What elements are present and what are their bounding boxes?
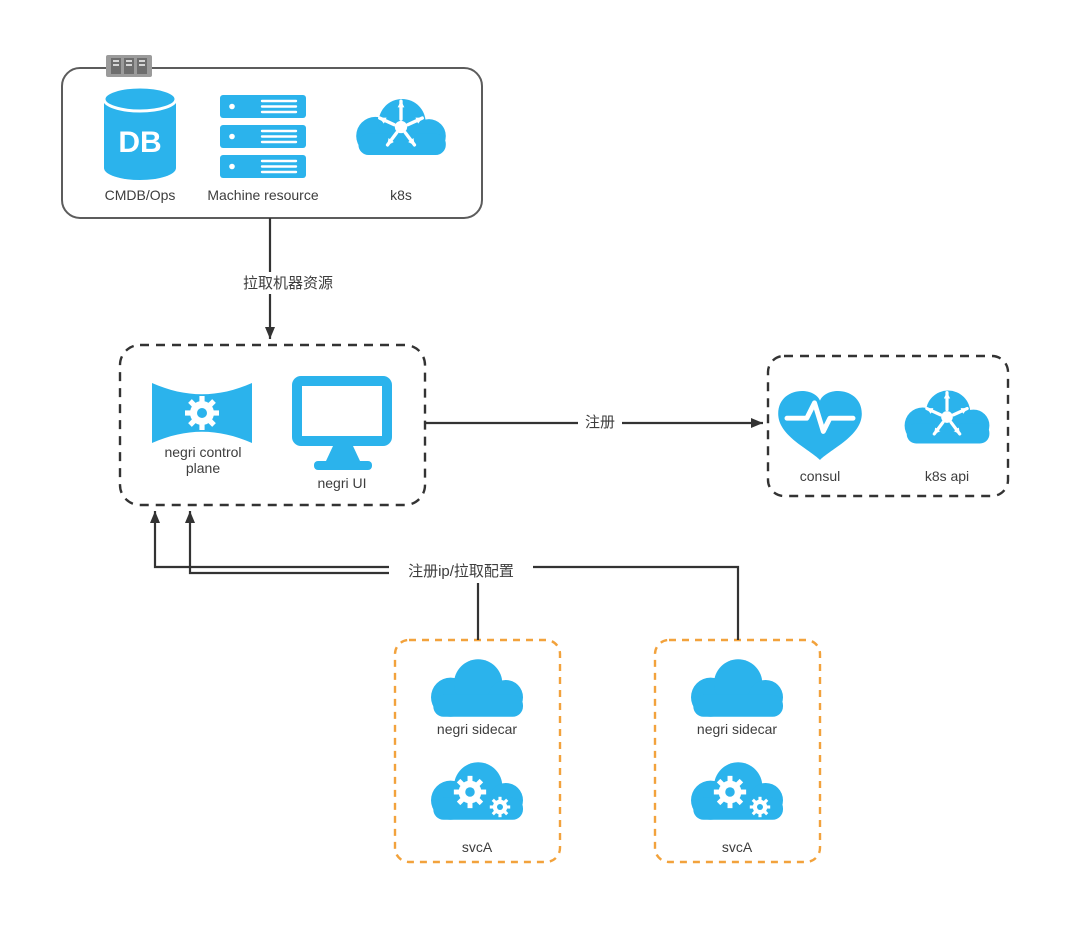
- k8s-label: k8s: [390, 187, 412, 203]
- edge-label-bg: [389, 559, 533, 583]
- edge-pull-machines-label: 拉取机器资源: [243, 275, 333, 292]
- consul-label: consul: [800, 468, 840, 484]
- edge-label-bg: [238, 272, 338, 294]
- svca-label: svcA: [462, 839, 493, 855]
- machine-resource-label: Machine resource: [207, 187, 318, 203]
- edge-register-ip-1: [185, 511, 480, 640]
- cmdb-ops-label: CMDB/Ops: [105, 187, 176, 203]
- edge-register-label: 注册: [585, 414, 615, 431]
- rack-badge-icon: [106, 55, 152, 77]
- negri-ui-label: negri UI: [317, 475, 366, 491]
- k8s-api-label: k8s api: [925, 468, 969, 484]
- consul-heart-pulse-icon: [778, 390, 862, 460]
- negri-sidecar-label: negri sidecar: [437, 721, 517, 737]
- database-icon: DB: [102, 85, 178, 180]
- edge-label-bg: [578, 411, 622, 433]
- svca-label: svcA: [722, 839, 753, 855]
- server-stack-icon: [218, 93, 308, 180]
- control-plane-icon: [152, 383, 252, 443]
- db-icon-text: DB: [118, 126, 161, 159]
- negri-sidecar-label: negri sidecar: [697, 721, 777, 737]
- monitor-icon: [292, 376, 392, 470]
- edge-register-ip-label: 注册ip/拉取配置: [408, 563, 514, 580]
